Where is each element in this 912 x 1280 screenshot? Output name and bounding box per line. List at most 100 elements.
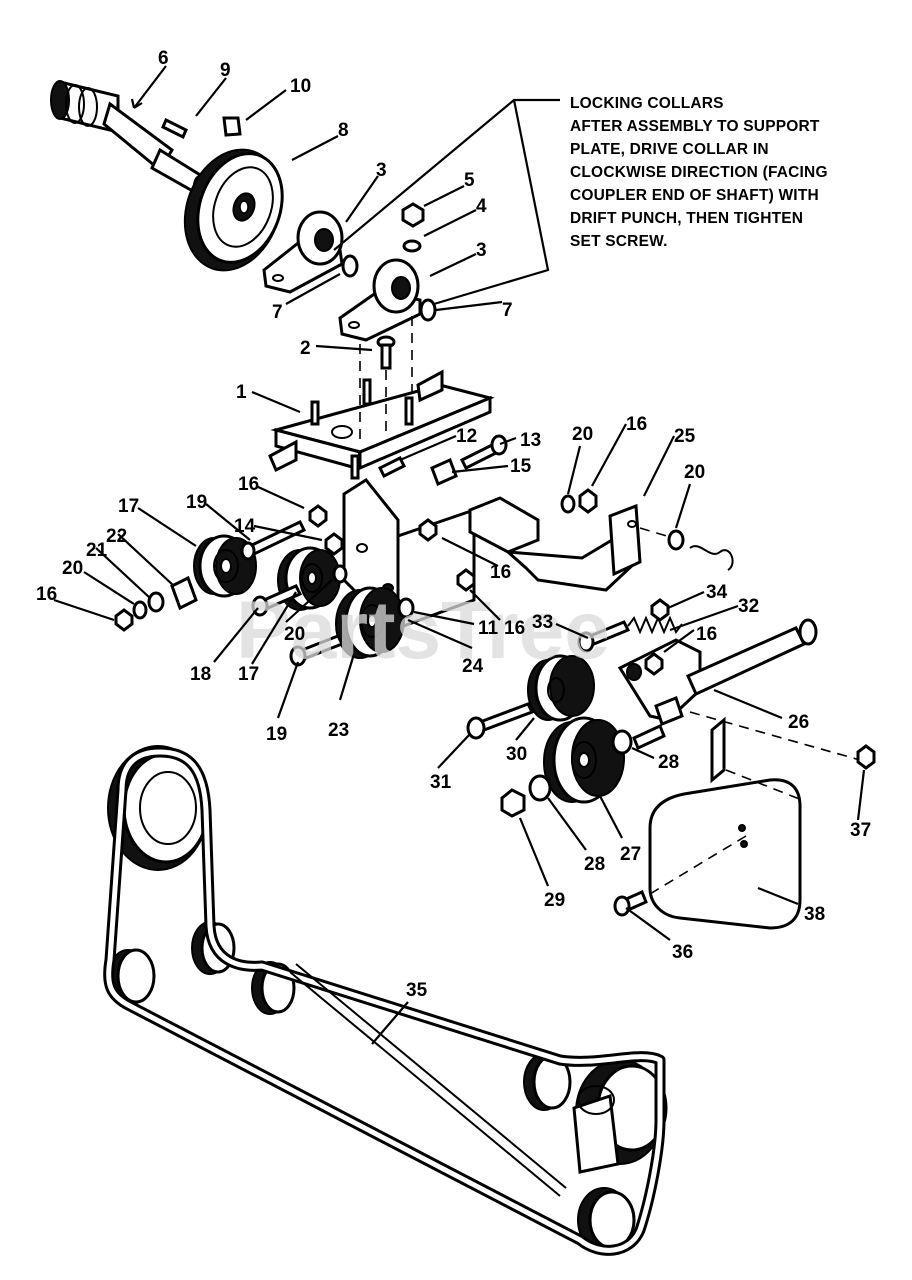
callout-3b: 3: [476, 240, 487, 261]
callout-20d: 20: [284, 624, 305, 645]
callout-18: 18: [190, 664, 211, 685]
callout-35: 35: [406, 980, 428, 1001]
callout-numbers: 6 9 10 8 3 5 4 3 7 7 2 1 12 13 15 20 16 …: [36, 48, 871, 1001]
callout-16e: 16: [504, 618, 525, 639]
callout-16a: 16: [626, 414, 647, 435]
watermark: PartsTree: [236, 585, 610, 676]
washer-part-21: [147, 591, 165, 613]
callout-32: 32: [738, 596, 759, 617]
callout-16c: 16: [36, 584, 57, 605]
washer-part-20d: [332, 564, 348, 584]
nut-part-16d: [456, 568, 476, 592]
callout-38: 38: [804, 904, 825, 925]
washer-part-4: [402, 239, 422, 253]
callout-26: 26: [788, 712, 809, 733]
washer-part-24: [397, 597, 415, 619]
bushing-part-28a: [611, 729, 633, 755]
nut-part-16c: [578, 488, 598, 514]
callout-5: 5: [464, 170, 475, 191]
belt-system-part-35: [103, 745, 668, 1256]
callout-25: 25: [674, 426, 696, 447]
callout-33: 33: [532, 612, 553, 633]
callout-13: 13: [520, 430, 541, 451]
callout-19a: 19: [186, 492, 207, 513]
callout-12: 12: [456, 426, 477, 447]
note-line-3: PLATE, DRIVE COLLAR IN: [570, 141, 769, 158]
callout-28b: 28: [584, 854, 605, 875]
nut-part-14: [324, 532, 344, 556]
locking-collar-part-7a: [341, 254, 359, 278]
callout-10: 10: [290, 76, 311, 97]
bearing-part-3-lower: [338, 258, 422, 342]
nut-part-16b: [418, 518, 438, 542]
callout-37: 37: [850, 820, 871, 841]
callout-30: 30: [506, 744, 527, 765]
callout-17a: 17: [118, 496, 139, 517]
callout-7a: 7: [272, 302, 283, 323]
callout-14: 14: [234, 516, 256, 537]
spacer-part-22: [170, 575, 198, 611]
callout-31: 31: [430, 772, 452, 793]
callout-36: 36: [672, 942, 693, 963]
locking-collar-part-7b: [419, 298, 437, 322]
note-line-5: COUPLER END OF SHAFT) WITH: [570, 187, 819, 204]
leader-lines: [53, 65, 866, 1045]
belt-guide-part-25: [468, 496, 642, 592]
callout-4: 4: [476, 196, 487, 217]
v-pulley-part-27: [543, 716, 625, 804]
nut-part-37: [856, 744, 876, 770]
idler-pulley-part-30: [527, 654, 595, 722]
callout-20c: 20: [62, 558, 83, 579]
bolt-part-12: [377, 455, 407, 479]
nut-part-16e: [114, 608, 134, 632]
callout-6: 6: [158, 48, 169, 69]
bushing-part-28b: [528, 774, 552, 802]
carriage-bolt-part-2: [376, 335, 396, 370]
washer-part-20b: [667, 529, 685, 551]
note-line-6: DRIFT PUNCH, THEN TIGHTEN: [570, 210, 803, 227]
callout-34: 34: [706, 582, 728, 603]
bolt-part-19a: [240, 520, 307, 561]
bolt-part-19b: [289, 634, 345, 667]
nut-part-5: [401, 202, 425, 228]
callout-16b: 16: [238, 474, 259, 495]
idler-bracket-part-11: [342, 478, 476, 631]
callout-20b: 20: [684, 462, 705, 483]
callout-9: 9: [220, 60, 231, 81]
callout-23: 23: [328, 720, 349, 741]
callout-8: 8: [338, 120, 349, 141]
note-line-4: CLOCKWISE DIRECTION (FACING: [570, 164, 828, 181]
bolt-part-13: [459, 434, 508, 471]
callout-28a: 28: [658, 752, 679, 773]
nut-part-29: [500, 788, 526, 818]
callout-11: 11: [478, 618, 499, 639]
stud-bolt-part-28: [632, 723, 666, 751]
callout-27: 27: [620, 844, 641, 865]
bolt-part-33: [577, 620, 631, 653]
callout-7b: 7: [502, 300, 513, 321]
callout-24: 24: [462, 656, 484, 677]
idler-arm-part-26: [617, 618, 818, 726]
spring-part-32: [627, 615, 683, 635]
callout-20a: 20: [572, 424, 593, 445]
nut-part-16a: [308, 504, 328, 528]
spring-clip-part-20: [689, 545, 734, 571]
callout-21: 21: [86, 540, 108, 561]
set-screw-part-10: [222, 116, 242, 137]
callout-19b: 19: [266, 724, 287, 745]
screw-part-36: [613, 889, 648, 917]
callout-3a: 3: [376, 160, 387, 181]
pulley-part-8: [183, 148, 284, 272]
note-line-2: AFTER ASSEMBLY TO SUPPORT: [570, 118, 820, 135]
spacer-part-15: [430, 457, 458, 487]
washer-part-20a: [560, 494, 576, 514]
callout-1: 1: [236, 382, 247, 403]
washer-part-20c: [132, 600, 148, 620]
locking-collar-note: LOCKING COLLARS AFTER ASSEMBLY TO SUPPOR…: [570, 95, 828, 250]
callout-16f: 16: [696, 624, 717, 645]
key-part-9: [161, 117, 188, 140]
nut-part-34: [650, 598, 670, 622]
support-plate-part-1: [268, 369, 495, 480]
callout-17b: 17: [238, 664, 259, 685]
